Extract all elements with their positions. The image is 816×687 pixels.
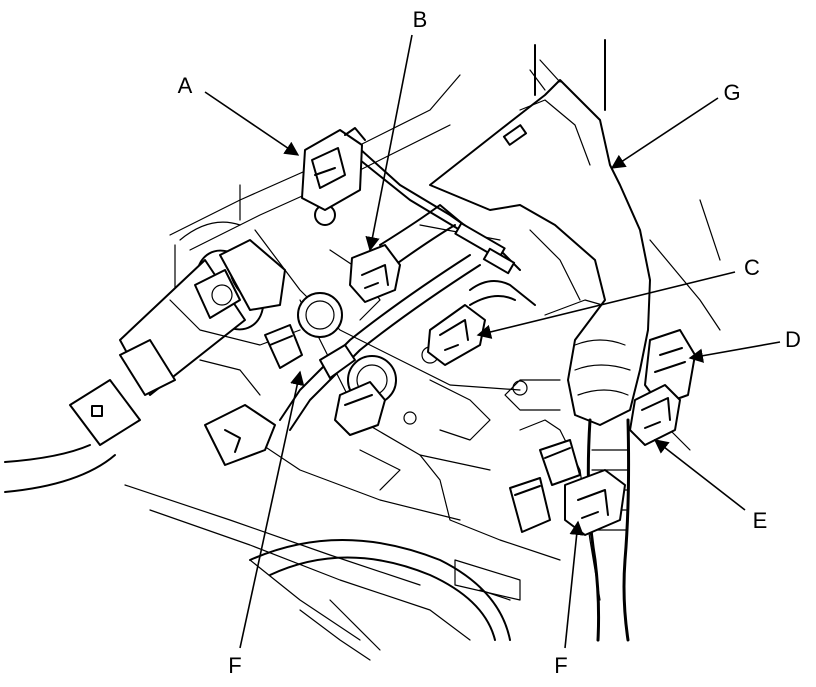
callout-e: E (753, 508, 768, 533)
leader-b (365, 34, 413, 252)
connector-b (349, 244, 401, 303)
harness-duct (429, 39, 651, 426)
callout-labels: A B C D E F F G (178, 7, 801, 678)
steering-wheel (249, 539, 511, 661)
center-wire (279, 254, 481, 431)
leader-c (476, 271, 736, 339)
connector-a (301, 127, 366, 211)
leader-lines (204, 34, 781, 649)
leader-d (688, 341, 781, 363)
leader-f-right (564, 520, 584, 649)
cylinder-head (169, 204, 439, 405)
callout-b: B (413, 7, 428, 32)
callout-f-left: F (228, 653, 241, 678)
connector-f-right (509, 439, 626, 536)
connector-c (427, 304, 486, 366)
leader-e (653, 439, 746, 511)
callout-f-right: F (554, 653, 567, 678)
callout-c: C (744, 255, 760, 280)
callout-g: G (723, 80, 740, 105)
leader-a (204, 91, 300, 156)
connector-d (644, 329, 696, 406)
upper-harness-wires (349, 139, 536, 306)
leader-g (610, 97, 719, 169)
callout-d: D (785, 327, 801, 352)
connector-e (629, 384, 681, 446)
leader-f-left (239, 370, 305, 649)
connector-f-left (204, 324, 386, 466)
wire-bundle-lower (586, 418, 631, 642)
callout-a: A (178, 73, 193, 98)
intake-tube (4, 239, 286, 493)
